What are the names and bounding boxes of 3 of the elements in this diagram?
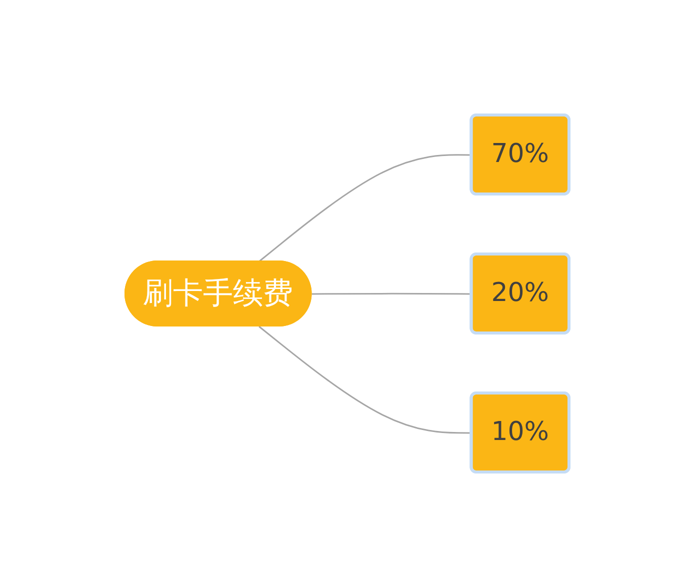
connector xyxy=(258,326,472,434)
connector xyxy=(312,292,472,295)
connector xyxy=(258,154,472,262)
